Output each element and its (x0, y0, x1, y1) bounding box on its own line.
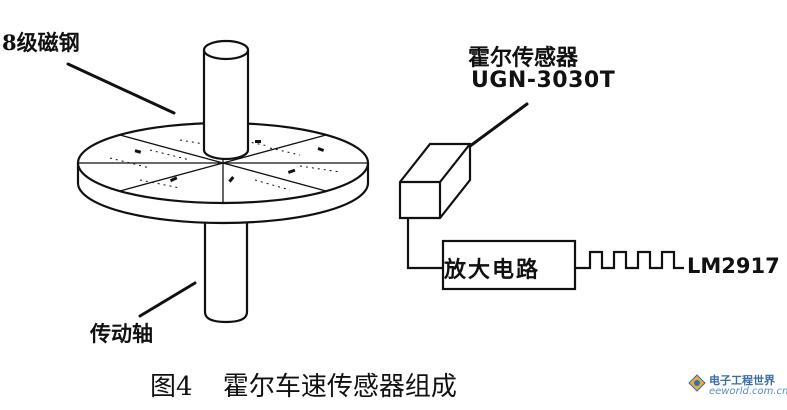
hall-sensor-block (398, 142, 472, 220)
shaft-upper (202, 39, 250, 161)
hall-sensor-label: 霍尔传感器 (468, 45, 579, 71)
figure-caption: 图4 霍尔车速传感器组成 (150, 366, 457, 403)
figure-title: 霍尔车速传感器组成 (222, 372, 457, 402)
shaft-label: 传动轴 (90, 321, 153, 346)
watermark-name: 电子工程世界 (709, 374, 775, 387)
square-wave-signal (575, 250, 684, 270)
sensor-wire (406, 218, 443, 270)
amplifier-box (441, 239, 577, 291)
sensor-model-label: UGN-3030T (471, 68, 616, 93)
watermark-logo: 电子工程世界 eeworld.com.cn (688, 372, 787, 408)
logo-badge-icon (688, 374, 706, 392)
leader-lines (66, 62, 529, 318)
output-chip-label: LM2917 (687, 254, 780, 278)
amplifier-label: 放大电路 (444, 257, 541, 283)
watermark-url: eeworld.com.cn (709, 386, 787, 397)
magnet-label: 8级磁钢 (2, 30, 80, 55)
figure-number: 图4 (150, 372, 193, 402)
shaft-lower (203, 222, 249, 324)
